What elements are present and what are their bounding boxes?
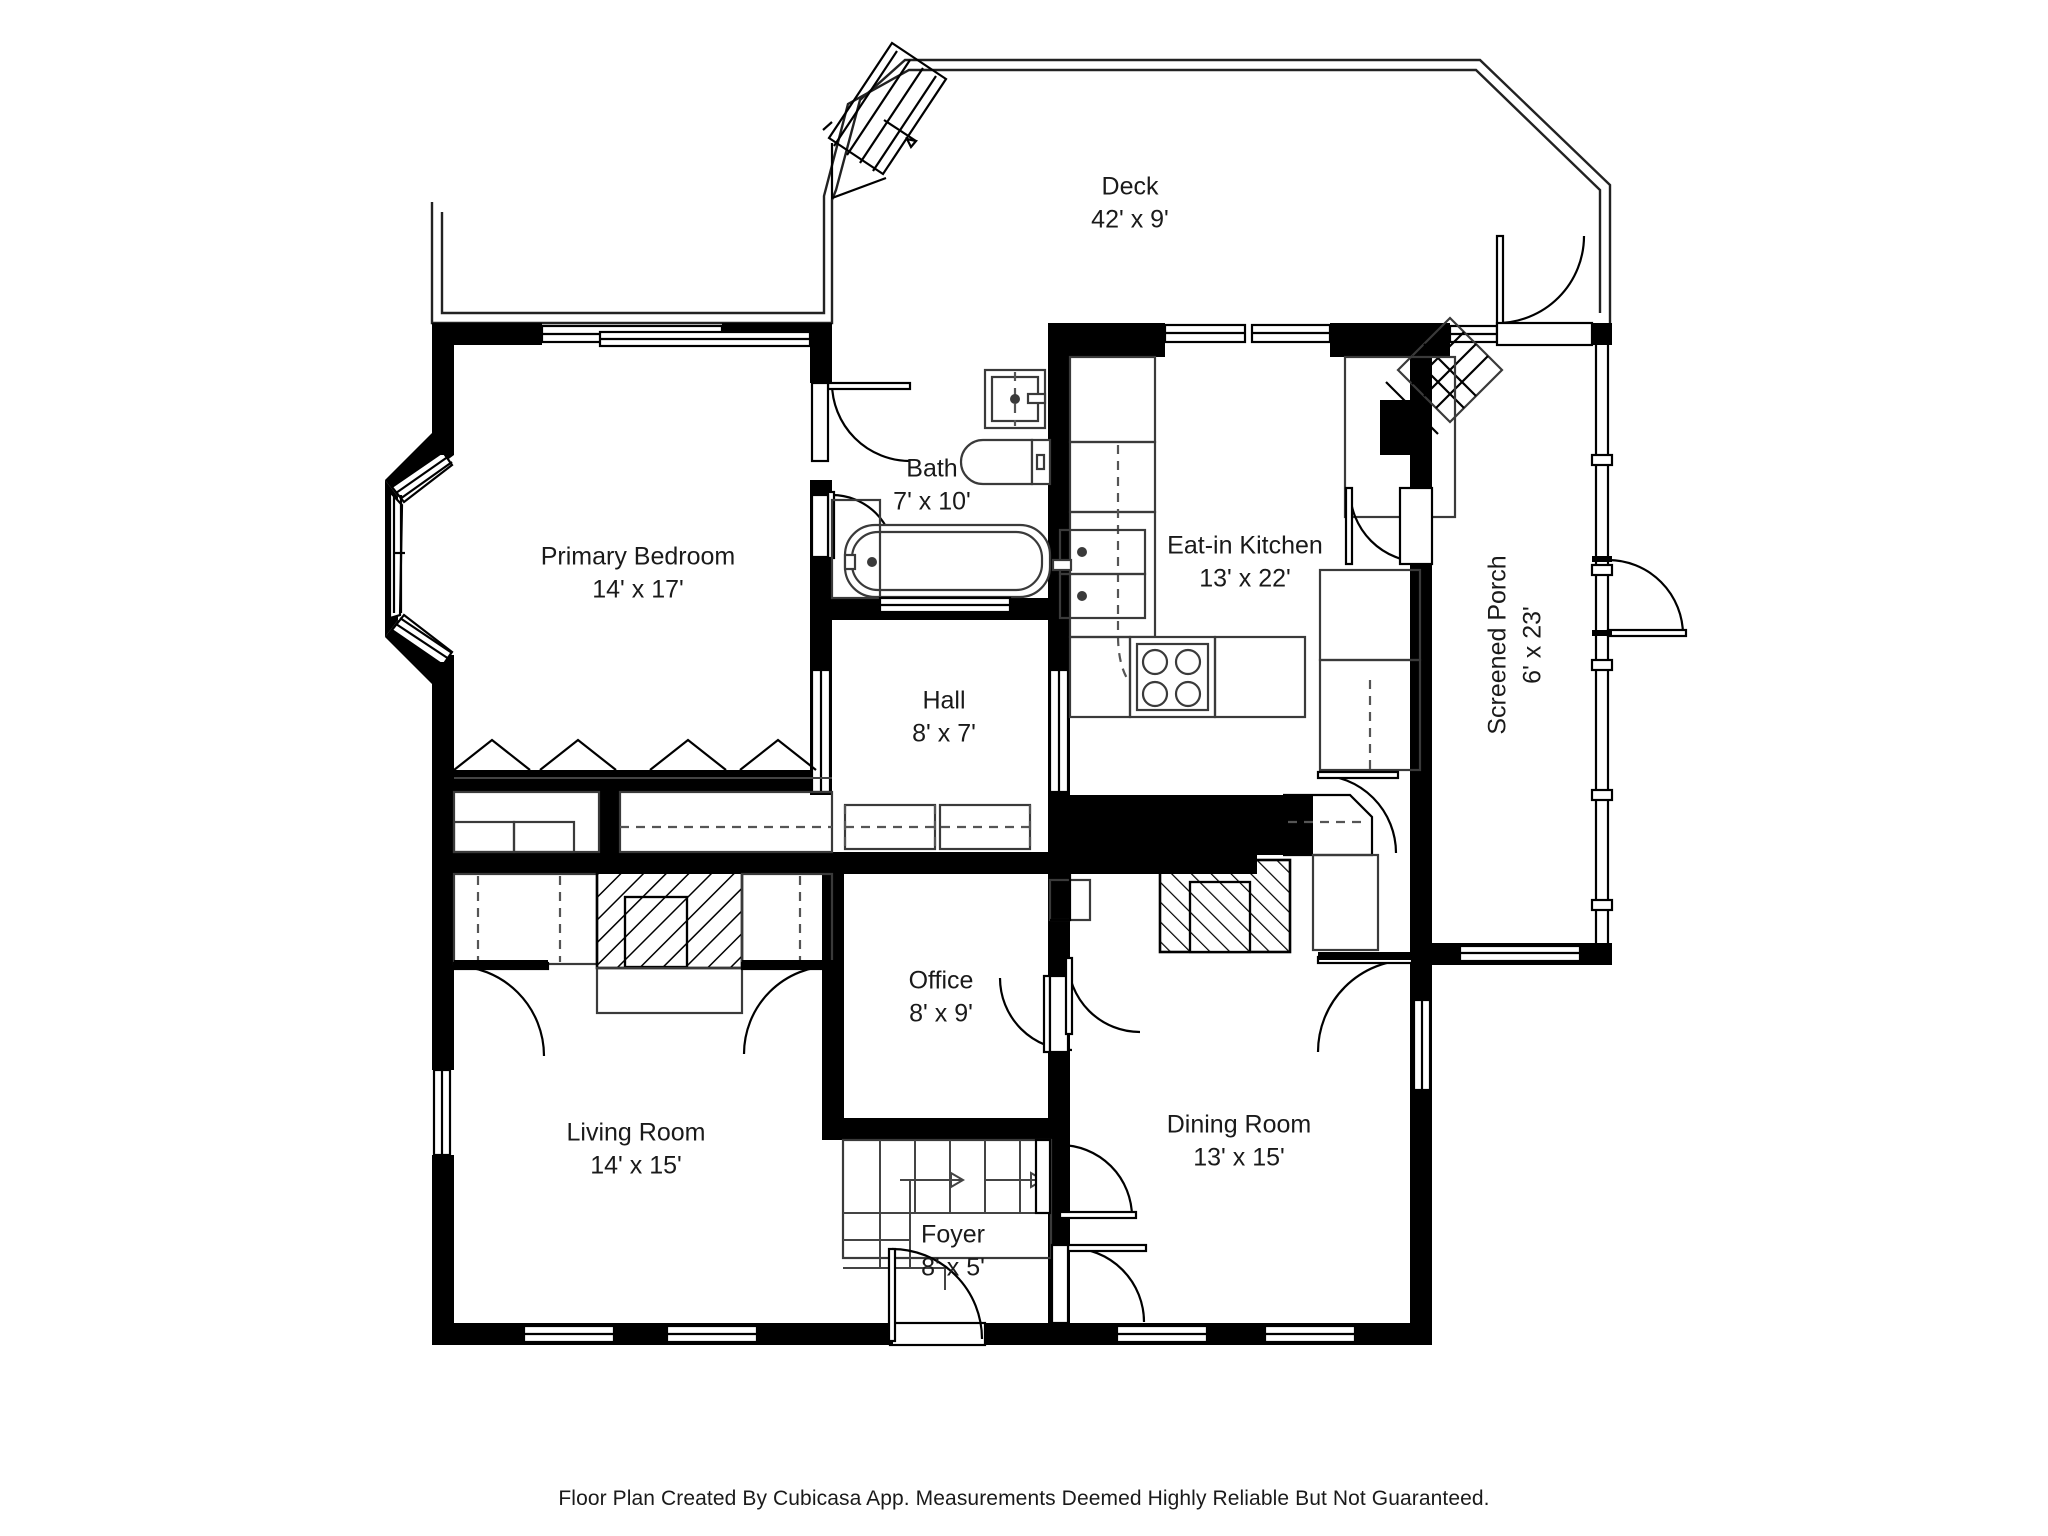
closet-left bbox=[452, 872, 599, 966]
hall-closet bbox=[843, 803, 1032, 851]
foyer-door[interactable] bbox=[887, 1247, 984, 1343]
bedroom-builtins bbox=[452, 790, 834, 854]
kitchen-sink bbox=[1051, 528, 1147, 620]
foyer-to-dining-door[interactable] bbox=[1050, 1243, 1148, 1325]
room-dim-bath: 7' x 10' bbox=[893, 488, 971, 516]
window-kitchen-top-left bbox=[1163, 323, 1247, 344]
hall-opening-right bbox=[1048, 668, 1070, 794]
fireplace-living bbox=[595, 868, 744, 1015]
bath-vanity-lower bbox=[830, 498, 882, 600]
hall-opening-left bbox=[810, 668, 832, 794]
closet-right bbox=[740, 872, 834, 966]
room-label-dining-room: Dining Room bbox=[1167, 1111, 1312, 1139]
window-dining-right bbox=[1412, 998, 1432, 1092]
room-label-bath: Bath bbox=[906, 455, 957, 483]
window-dining-bottom-2 bbox=[1263, 1324, 1357, 1344]
room-dim-office: 8' x 9' bbox=[909, 1000, 973, 1028]
bay-window bbox=[385, 433, 454, 684]
window-living-bottom-1 bbox=[522, 1324, 616, 1344]
office-builtin bbox=[1048, 874, 1092, 922]
room-labels: Deck 42' x 9' Primary Bedroom 14' x 17' … bbox=[541, 173, 1547, 1282]
stair-door[interactable] bbox=[1058, 1143, 1138, 1220]
porch-door-top[interactable] bbox=[1495, 234, 1594, 347]
room-label-hall: Hall bbox=[922, 687, 965, 715]
kitchen-counter-bottom bbox=[1068, 635, 1307, 719]
deck-outline bbox=[430, 58, 1612, 325]
room-label-deck: Deck bbox=[1102, 173, 1159, 201]
room-dim-deck: 42' x 9' bbox=[1091, 206, 1169, 234]
porch-dining-door-upper[interactable] bbox=[1316, 770, 1400, 854]
room-label-living-room: Living Room bbox=[567, 1119, 706, 1147]
dining-door-to-porch[interactable] bbox=[1316, 952, 1414, 1053]
window-dining-bottom-1 bbox=[1115, 1324, 1209, 1344]
deck-stair-landing bbox=[830, 143, 887, 200]
bath-door-bottom[interactable] bbox=[878, 596, 1012, 614]
bathtub bbox=[843, 523, 1052, 599]
bedroom-window-band bbox=[453, 738, 832, 779]
kitchen-range bbox=[1128, 635, 1217, 719]
front-door[interactable] bbox=[885, 1321, 987, 1347]
closet-left-door[interactable] bbox=[452, 960, 550, 1057]
deck-stairs bbox=[822, 41, 948, 176]
room-label-screened-porch: Screened Porch bbox=[1484, 555, 1512, 734]
window-living-bottom-2 bbox=[665, 1324, 759, 1344]
closet-right-door[interactable] bbox=[740, 960, 836, 1055]
porch-door-right[interactable] bbox=[1592, 556, 1688, 638]
bath-toilet bbox=[959, 438, 1052, 486]
bath-sink bbox=[983, 368, 1047, 430]
room-dim-primary-bedroom: 14' x 17' bbox=[592, 576, 684, 604]
door-bedroom-to-hall[interactable] bbox=[810, 381, 912, 463]
office-door[interactable] bbox=[998, 974, 1073, 1054]
room-dim-living-room: 14' x 15' bbox=[590, 1152, 682, 1180]
window-kitchen-top-right bbox=[1250, 323, 1332, 344]
footer-disclaimer: Floor Plan Created By Cubicasa App. Meas… bbox=[558, 1487, 1490, 1510]
room-label-office: Office bbox=[909, 967, 974, 995]
room-dim-screened-porch: 6' x 23' bbox=[1519, 606, 1547, 684]
window-living-left bbox=[432, 1068, 452, 1157]
screened-porch-walls bbox=[1432, 323, 1614, 965]
fireplace-dining bbox=[1158, 858, 1292, 954]
room-label-eat-in-kitchen: Eat-in Kitchen bbox=[1167, 532, 1323, 560]
room-dim-dining-room: 13' x 15' bbox=[1193, 1144, 1285, 1172]
window-bedroom-top bbox=[540, 324, 812, 348]
interior-stairs bbox=[841, 1138, 1053, 1290]
room-dim-hall: 8' x 7' bbox=[912, 720, 976, 748]
kitchen-island bbox=[1318, 568, 1422, 772]
room-dim-foyer: 8' x 5' bbox=[921, 1254, 985, 1282]
kitchen-bay-corners bbox=[1152, 323, 1343, 357]
room-label-primary-bedroom: Primary Bedroom bbox=[541, 543, 736, 571]
office-right-door[interactable] bbox=[1064, 956, 1141, 1036]
room-dim-eat-in-kitchen: 13' x 22' bbox=[1199, 565, 1291, 593]
dining-alcove bbox=[1283, 793, 1380, 952]
kitchen-door-to-porch[interactable] bbox=[1344, 486, 1434, 566]
room-label-foyer: Foyer bbox=[921, 1221, 985, 1249]
kitchen-stairs-diagonal bbox=[1385, 316, 1504, 435]
